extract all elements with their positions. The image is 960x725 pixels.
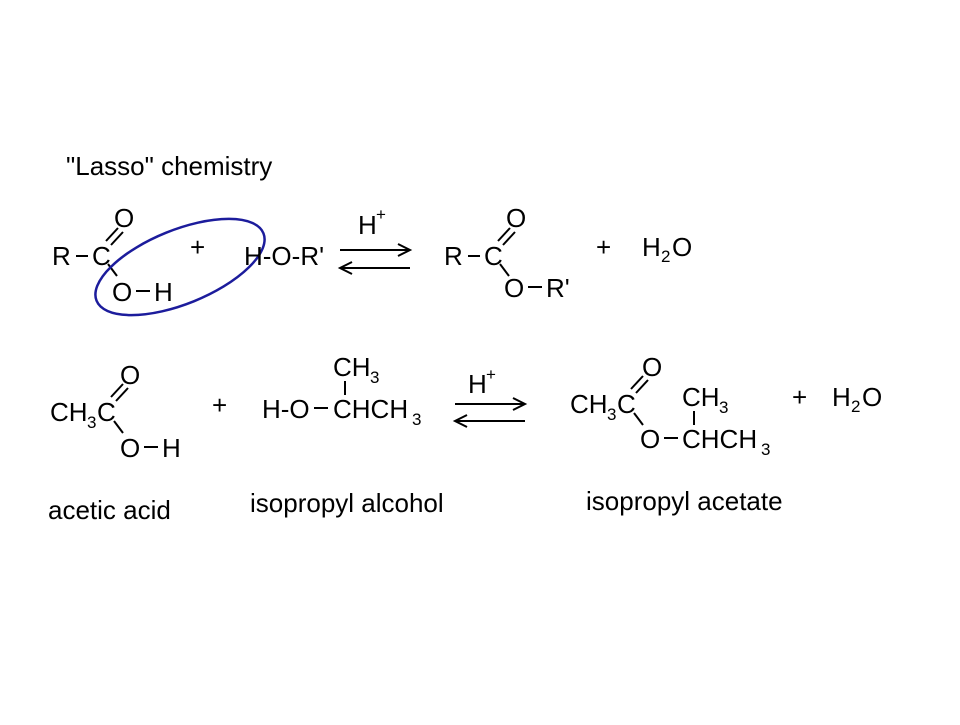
slide-title: "Lasso" chemistry (66, 151, 272, 181)
specific-plus-2: + (792, 382, 807, 412)
general-product-ester: R C O O R' (444, 203, 570, 303)
chch-subscript: 3 (761, 440, 770, 459)
c-o-double-bond-a (110, 383, 124, 398)
hydroxyl-hydrogen: H (154, 277, 173, 307)
c-o-single-bond (499, 263, 510, 277)
c-o-double-bond-a (105, 227, 119, 242)
c-o-single-bond (633, 412, 644, 426)
water-h: H (642, 232, 661, 262)
catalyst-h: H (468, 369, 487, 399)
reverse-arrowhead (337, 261, 353, 275)
carbonyl-carbon: C (484, 241, 503, 271)
branch-methyl-ch: CH (682, 382, 720, 412)
water-o: O (862, 382, 882, 412)
methyl-ch: CH (333, 352, 371, 382)
carbonyl-oxygen: O (506, 203, 526, 233)
carbonyl-oxygen: O (642, 352, 662, 382)
specific-equilibrium: H + (452, 365, 528, 428)
general-equilibrium: H + (337, 205, 413, 275)
carbonyl-carbon: C (92, 241, 111, 271)
carbonyl-carbon: C (97, 397, 116, 427)
water-subscript: 2 (851, 397, 860, 416)
catalyst-h: H (358, 210, 377, 240)
methyl-subscript: 3 (370, 368, 379, 387)
hydroxyl-hydrogen: H (162, 433, 181, 463)
hydroxyl-oxygen: O (120, 433, 140, 463)
water-h: H (832, 382, 851, 412)
c-o-single-bond (113, 420, 124, 434)
specific-plus-1: + (212, 390, 227, 420)
label-acetic-acid: acetic acid (48, 495, 171, 525)
forward-arrowhead (397, 243, 413, 257)
water-o: O (672, 232, 692, 262)
carbonyl-carbon: C (617, 389, 636, 419)
label-isopropyl-alcohol: isopropyl alcohol (250, 488, 444, 518)
ester-oxygen: O (504, 273, 524, 303)
label-isopropyl-acetate: isopropyl acetate (586, 486, 783, 516)
chch-subscript: 3 (412, 410, 421, 429)
general-water: H 2 O (642, 232, 692, 266)
hydroxyl-group: H-O (262, 394, 310, 424)
chch-group: CHCH (333, 394, 408, 424)
general-plus-2: + (596, 232, 611, 262)
general-plus-1: + (190, 232, 205, 262)
c-o-single-bond (107, 263, 118, 277)
methyl-ch: CH (50, 397, 88, 427)
forward-arrowhead (512, 397, 528, 411)
c-o-double-bond-b (635, 379, 649, 394)
r-group: R (444, 241, 463, 271)
r-group: R (52, 241, 71, 271)
c-o-double-bond-b (115, 387, 129, 402)
c-o-double-bond-a (630, 375, 644, 390)
carbonyl-oxygen: O (114, 203, 134, 233)
reverse-arrowhead (452, 414, 468, 428)
carbonyl-oxygen: O (120, 360, 140, 390)
catalyst-plus: + (486, 365, 496, 384)
general-reactant-acid: R C O O H (52, 203, 173, 307)
hydroxyl-oxygen: O (112, 277, 132, 307)
specific-water: H 2 O (832, 382, 882, 416)
branch-methyl-subscript: 3 (719, 398, 728, 417)
r-prime-group: R' (546, 273, 570, 303)
methyl-subscript: 3 (607, 405, 616, 424)
isopropyl-acetate-structure: CH 3 C O O CH 3 CHCH 3 (570, 352, 770, 459)
general-alcohol: H-O-R' (244, 241, 324, 271)
chch-group: CHCH (682, 424, 757, 454)
lasso-ellipse (94, 217, 266, 317)
c-o-double-bond-b (502, 231, 516, 246)
acetic-acid-structure: CH 3 C O O H (50, 360, 181, 463)
methyl-ch: CH (570, 389, 608, 419)
catalyst-plus: + (376, 205, 386, 224)
c-o-double-bond-a (497, 227, 511, 242)
methyl-subscript: 3 (87, 413, 96, 432)
water-subscript: 2 (661, 247, 670, 266)
isopropyl-alcohol-structure: CH 3 H-O CHCH 3 (262, 352, 421, 429)
c-o-double-bond-b (110, 231, 124, 246)
ester-oxygen: O (640, 424, 660, 454)
